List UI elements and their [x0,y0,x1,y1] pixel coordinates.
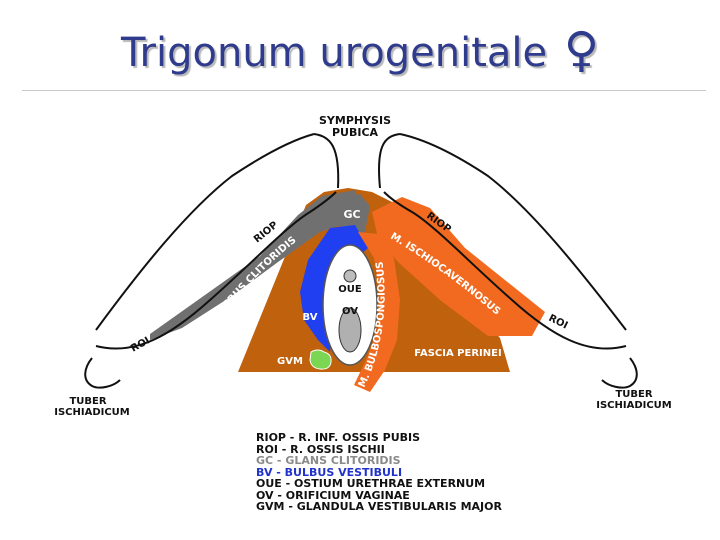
label-tuber-left-line1: TUBER [69,396,106,407]
label-bv: BV [303,312,318,323]
legend-item-gvm: GVM - GLANDULA VESTIBULARIS MAJOR [256,500,502,513]
title-divider [22,90,706,91]
bone-outline-left-cap [313,133,340,189]
female-symbol-icon: ♀ [563,22,599,78]
label-tuber-left-line2: ISCHIADICUM [54,407,130,418]
vestibule-outline [322,244,378,366]
label-gc: GC [343,208,360,221]
orificium-vaginae [338,307,362,353]
bone-outline-left-inner [95,191,337,350]
label-symphysis-line2: PUBICA [332,126,379,139]
bone-outline-right-cap [378,133,401,189]
musculus-bulbospongiosus [354,232,400,392]
legend-item-oue: OUE - OSTIUM URETHRAE EXTERNUM [256,477,486,490]
label-gvm: GVM [277,356,303,367]
abbreviation-legend: RIOP - R. INF. OSSIS PUBIS ROI - R. OSSI… [256,432,502,513]
label-symphysis-line1: SYMPHYSIS [319,114,391,127]
title-text: Trigonum urogenitale [120,30,548,76]
label-fascia-perinei: FASCIA PERINEI [414,348,501,359]
legend-item-riop: RIOP - R. INF. OSSIS PUBIS [256,431,421,444]
label-roi-left: ROI [129,335,152,354]
musculus-ischiocavernosus [372,197,545,336]
crus-clitoridis [150,190,356,340]
ostium-urethrae-externum [343,269,357,283]
glandula-vestibularis-major [309,349,332,370]
legend-item-roi: ROI - R. OSSIS ISCHII [256,442,385,456]
label-oue: OUE [338,284,362,295]
slide-title: Trigonum urogenitale ♀ [0,22,720,78]
bone-outline-right-inner [383,191,627,350]
legend-item-ov: OV - ORIFICIUM VAGINAE [256,488,410,502]
tuber-right-curl [601,357,638,389]
label-tuber-right-line1: TUBER [615,389,652,400]
bone-outline-left-outer [95,133,315,331]
bone-outline-right-outer [399,133,627,331]
legend-item-gc: GC - GLANS CLITORIDIS [256,454,401,467]
label-tuber-right-line2: ISCHIADICUM [596,400,672,411]
tuber-left-curl [84,357,121,389]
legend-item-bv: BV - BULBUS VESTIBULI [256,465,403,479]
label-ov: OV [342,306,358,317]
